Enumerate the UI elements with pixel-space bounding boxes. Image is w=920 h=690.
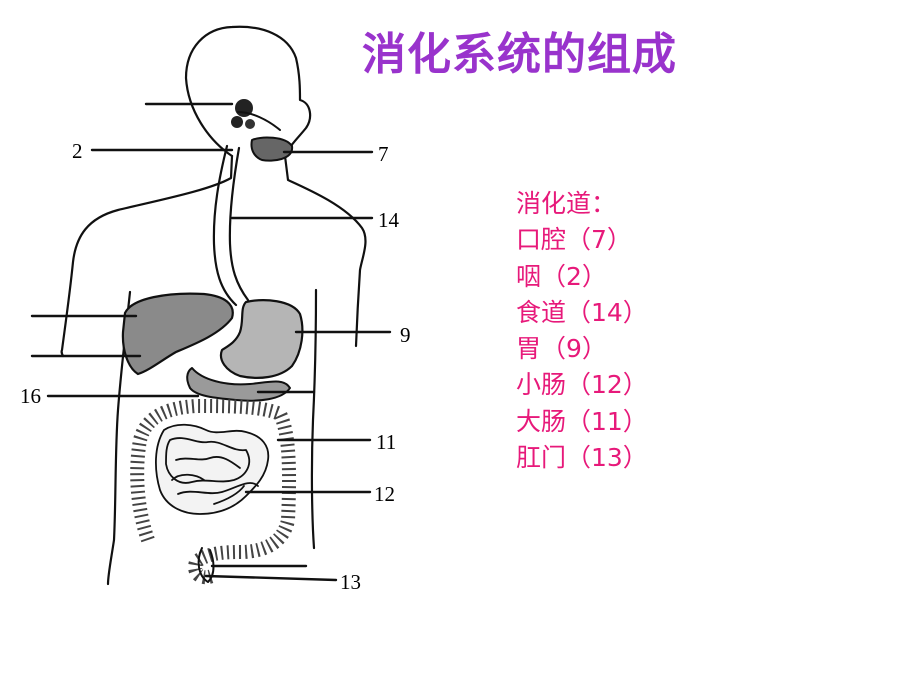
mouth-organs (231, 99, 294, 162)
page-title: 消化系统的组成 (362, 29, 677, 80)
label-7: 7 (378, 142, 389, 166)
legend-item-pharynx: 咽（2） (516, 261, 607, 291)
legend-item-stomach: 胃（9） (516, 334, 607, 364)
legend-item-mouth: 口腔（7） (516, 225, 632, 255)
label-16: 16 (20, 384, 41, 408)
legend-item-large-intestine: 大肠（11） (516, 406, 648, 436)
label-11: 11 (376, 430, 396, 454)
small-intestine (155, 423, 270, 515)
label-9: 9 (400, 323, 411, 347)
label-12: 12 (374, 482, 395, 506)
legend: 消化道： 口腔（7） 咽（2） 食道（14） 胃（9） 小肠（12） 大肠（11… (516, 186, 648, 476)
legend-item-esophagus: 食道（14） (516, 297, 648, 327)
label-13: 13 (340, 570, 361, 594)
esophagus (212, 144, 250, 307)
label-14: 14 (378, 208, 400, 232)
rectum (197, 547, 215, 583)
number-labels: 2 7 14 9 16 11 12 13 (20, 139, 411, 594)
legend-item-small-intestine: 小肠（12） (516, 370, 648, 400)
stomach (219, 299, 304, 379)
liver (121, 292, 234, 376)
legend-item-anus: 肛门（13） (516, 443, 648, 473)
label-2: 2 (72, 139, 83, 163)
leader-lines (30, 102, 392, 582)
legend-heading: 消化道： (516, 189, 617, 218)
